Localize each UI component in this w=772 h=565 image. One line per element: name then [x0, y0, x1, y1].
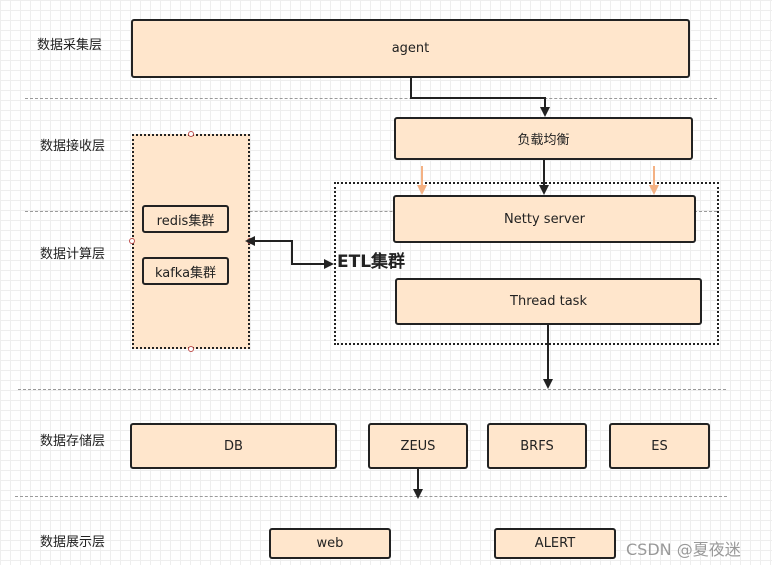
resize-handle[interactable]: [188, 346, 194, 352]
redis-cluster-node[interactable]: redis集群: [142, 205, 229, 233]
watermark-text: CSDN @夏夜迷: [626, 540, 741, 559]
kafka-cluster-node[interactable]: kafka集群: [142, 257, 229, 285]
layer-separator: [18, 389, 726, 390]
arrow-agent-to-lb: [410, 78, 550, 117]
layer-separator: [15, 496, 727, 497]
resize-handle[interactable]: [129, 238, 135, 244]
layer-label-collect: 数据采集层: [37, 38, 103, 53]
arrow-queue-etl: [245, 236, 334, 269]
brfs-node[interactable]: BRFS: [487, 423, 587, 469]
db-node[interactable]: DB: [130, 423, 337, 469]
agent-node[interactable]: agent: [131, 19, 690, 78]
layer-label-compute: 数据计算层: [40, 247, 106, 262]
es-node[interactable]: ES: [609, 423, 710, 469]
layer-label-receive: 数据接收层: [40, 139, 106, 154]
load-balancer-node[interactable]: 负载均衡: [394, 117, 693, 160]
layer-label-display: 数据展示层: [40, 535, 106, 550]
web-node[interactable]: web: [269, 528, 391, 559]
layer-separator: [25, 98, 717, 99]
layer-label-storage: 数据存储层: [40, 434, 106, 449]
zeus-node[interactable]: ZEUS: [368, 423, 468, 469]
resize-handle[interactable]: [188, 131, 194, 137]
netty-server-node[interactable]: Netty server: [393, 195, 696, 243]
layer-separator: [25, 211, 717, 212]
etl-cluster-label: ETL集群: [337, 252, 406, 272]
alert-node[interactable]: ALERT: [494, 528, 616, 559]
thread-task-node[interactable]: Thread task: [395, 278, 702, 325]
etl-cluster-group[interactable]: [334, 182, 719, 345]
